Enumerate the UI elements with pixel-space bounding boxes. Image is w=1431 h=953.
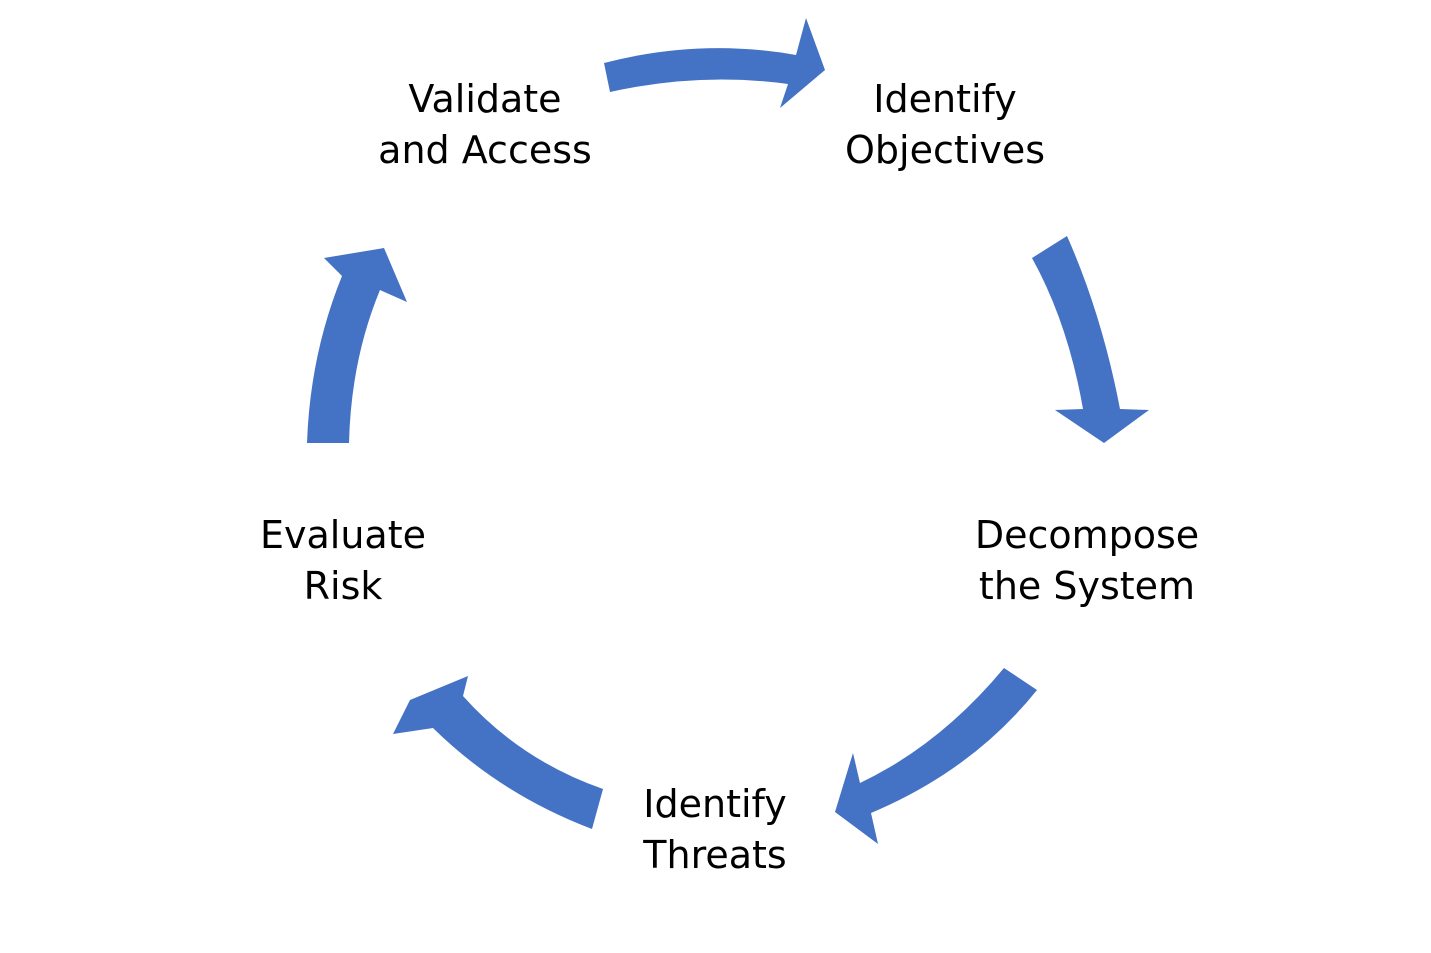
step-line: the System (978, 564, 1196, 608)
step-line: Decompose (974, 513, 1200, 557)
step-line: Identify (643, 782, 787, 826)
step-evaluate-risk: Evaluate Risk (260, 510, 426, 612)
step-identify-threats: Identify Threats (643, 779, 786, 881)
step-line: Validate (408, 77, 562, 121)
step-identify-objectives: Identify Objectives (845, 74, 1045, 176)
step-line: Threats (643, 833, 787, 877)
cycle-arrow-risk-to-validate (307, 248, 407, 443)
step-line: Objectives (845, 128, 1045, 172)
cycle-arrow-decompose-to-threats (835, 668, 1037, 844)
step-line: Identify (873, 77, 1017, 121)
cycle-arrow-validate-to-objectives (604, 18, 825, 108)
cycle-arrow-objectives-to-decompose (1032, 236, 1149, 443)
step-line: Risk (303, 564, 383, 608)
cycle-arrow-threats-to-risk (393, 676, 603, 829)
step-decompose-the-system: Decompose the System (975, 510, 1199, 612)
step-validate-and-access: Validate and Access (378, 74, 592, 176)
step-line: and Access (378, 128, 592, 172)
step-line: Evaluate (260, 513, 426, 557)
